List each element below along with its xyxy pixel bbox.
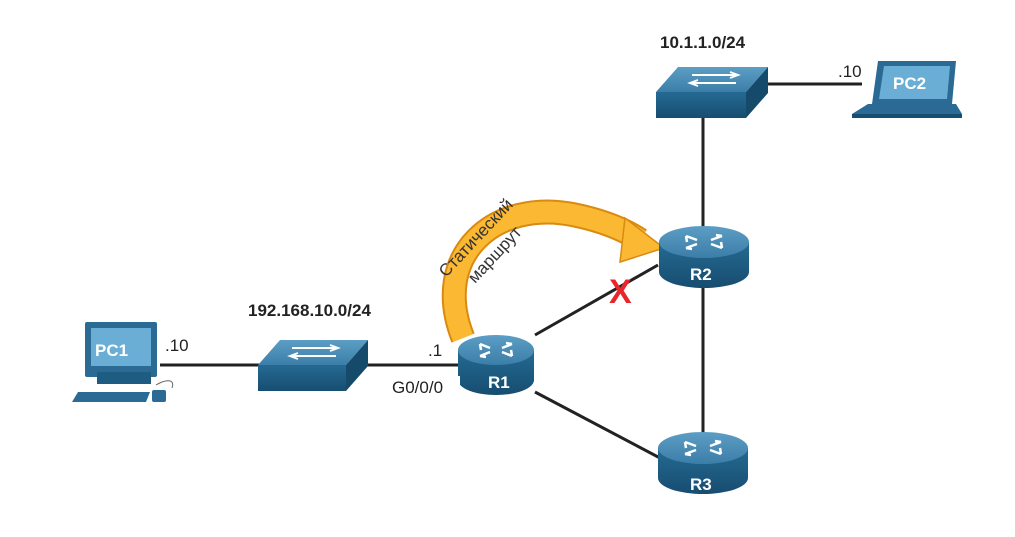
- static-route-arrow: [441, 199, 666, 343]
- r3-label: R3: [690, 475, 712, 494]
- pc2-device[interactable]: PC2: [852, 61, 962, 118]
- switch2-device[interactable]: [656, 67, 768, 118]
- switch1-device[interactable]: [258, 340, 368, 391]
- r1-router[interactable]: R1: [458, 335, 534, 395]
- r2-label: R2: [690, 265, 712, 284]
- lan2-network-label: 10.1.1.0/24: [660, 33, 746, 52]
- pc1-device[interactable]: PC1: [72, 322, 174, 402]
- r3-router[interactable]: R3: [658, 432, 748, 494]
- r1-interface-label: G0/0/0: [392, 378, 443, 397]
- r1-label: R1: [488, 373, 510, 392]
- links: [160, 82, 862, 460]
- lan1-network-label: 192.168.10.0/24: [248, 301, 371, 320]
- r3-arrows-icon: [683, 439, 723, 457]
- pc1-host-address: .10: [165, 336, 189, 355]
- link-failure-x-icon: X: [609, 273, 632, 311]
- link-r1-r3: [534, 390, 661, 460]
- pc2-label: PC2: [893, 74, 926, 93]
- link-r1-r2: [534, 263, 659, 337]
- pc2-host-address: .10: [838, 62, 862, 81]
- r1-interface-mask: [452, 376, 460, 398]
- r2-arrows-icon: [684, 233, 724, 251]
- r1-arrows-icon: [478, 341, 514, 359]
- r2-router[interactable]: R2: [659, 226, 749, 288]
- r1-host-address: .1: [428, 341, 442, 360]
- pc1-label: PC1: [95, 341, 128, 360]
